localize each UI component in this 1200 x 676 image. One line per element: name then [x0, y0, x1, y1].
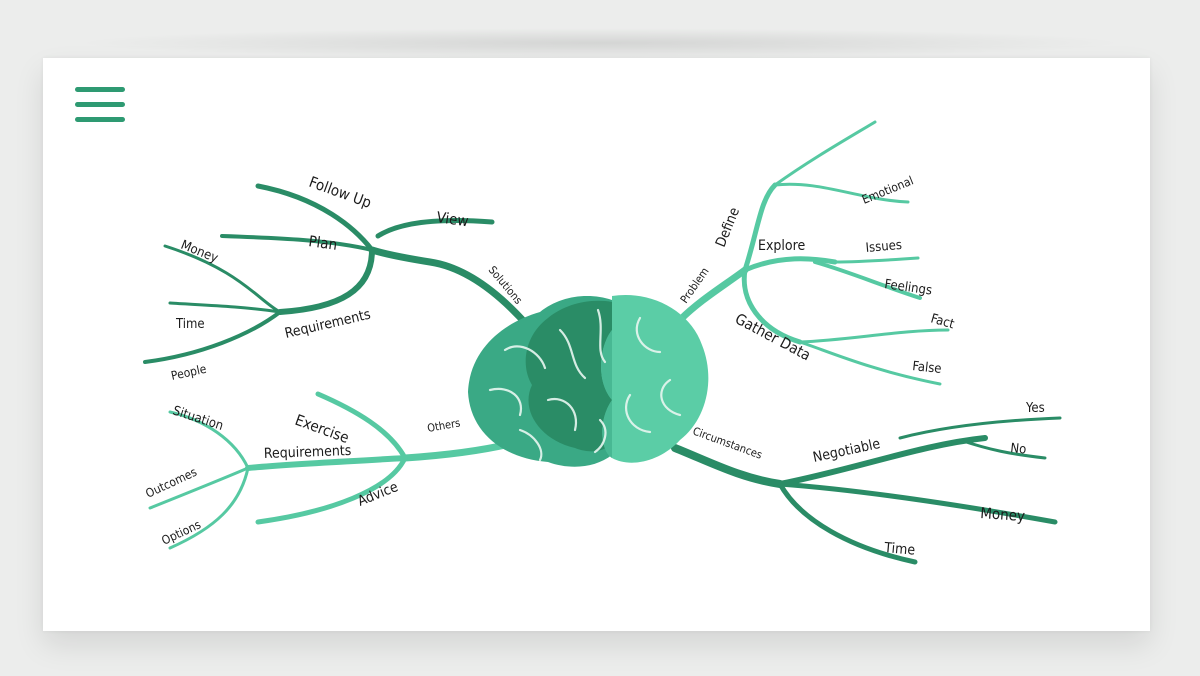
label-gather-data: Gather Data — [732, 310, 814, 365]
label-exercise: Exercise — [293, 411, 352, 447]
label-people: People — [170, 362, 208, 383]
label-feelings: Feelings — [883, 277, 932, 299]
label-situation: Situation — [171, 404, 225, 434]
label-false: False — [912, 359, 943, 377]
label-money-right: Money — [980, 504, 1026, 525]
label-yes: Yes — [1025, 401, 1045, 416]
label-no: No — [1010, 441, 1027, 458]
label-fact: Fact — [929, 311, 956, 332]
brain-icon — [468, 294, 709, 467]
label-money-left: Money — [179, 238, 221, 266]
label-view: View — [435, 208, 469, 230]
branch-others — [148, 391, 529, 550]
label-outcomes: Outcomes — [143, 465, 199, 501]
label-explore: Explore — [758, 238, 805, 254]
menu-bar — [75, 117, 125, 122]
label-issues: Issues — [865, 238, 903, 256]
menu-bar — [75, 102, 125, 107]
branch-solutions — [143, 183, 532, 364]
label-plan: Plan — [307, 232, 338, 254]
label-others: Others — [426, 416, 461, 435]
hamburger-menu-icon[interactable] — [75, 86, 127, 124]
branch-circumstances — [671, 416, 1062, 565]
label-define: Define — [713, 205, 743, 249]
label-requirements-bottom: Requirements — [264, 443, 352, 462]
card-shadow — [70, 28, 1130, 58]
menu-bar — [75, 87, 125, 92]
label-time-right: Time — [883, 540, 916, 559]
branch-problem — [676, 120, 950, 386]
label-time-left: Time — [175, 317, 205, 332]
